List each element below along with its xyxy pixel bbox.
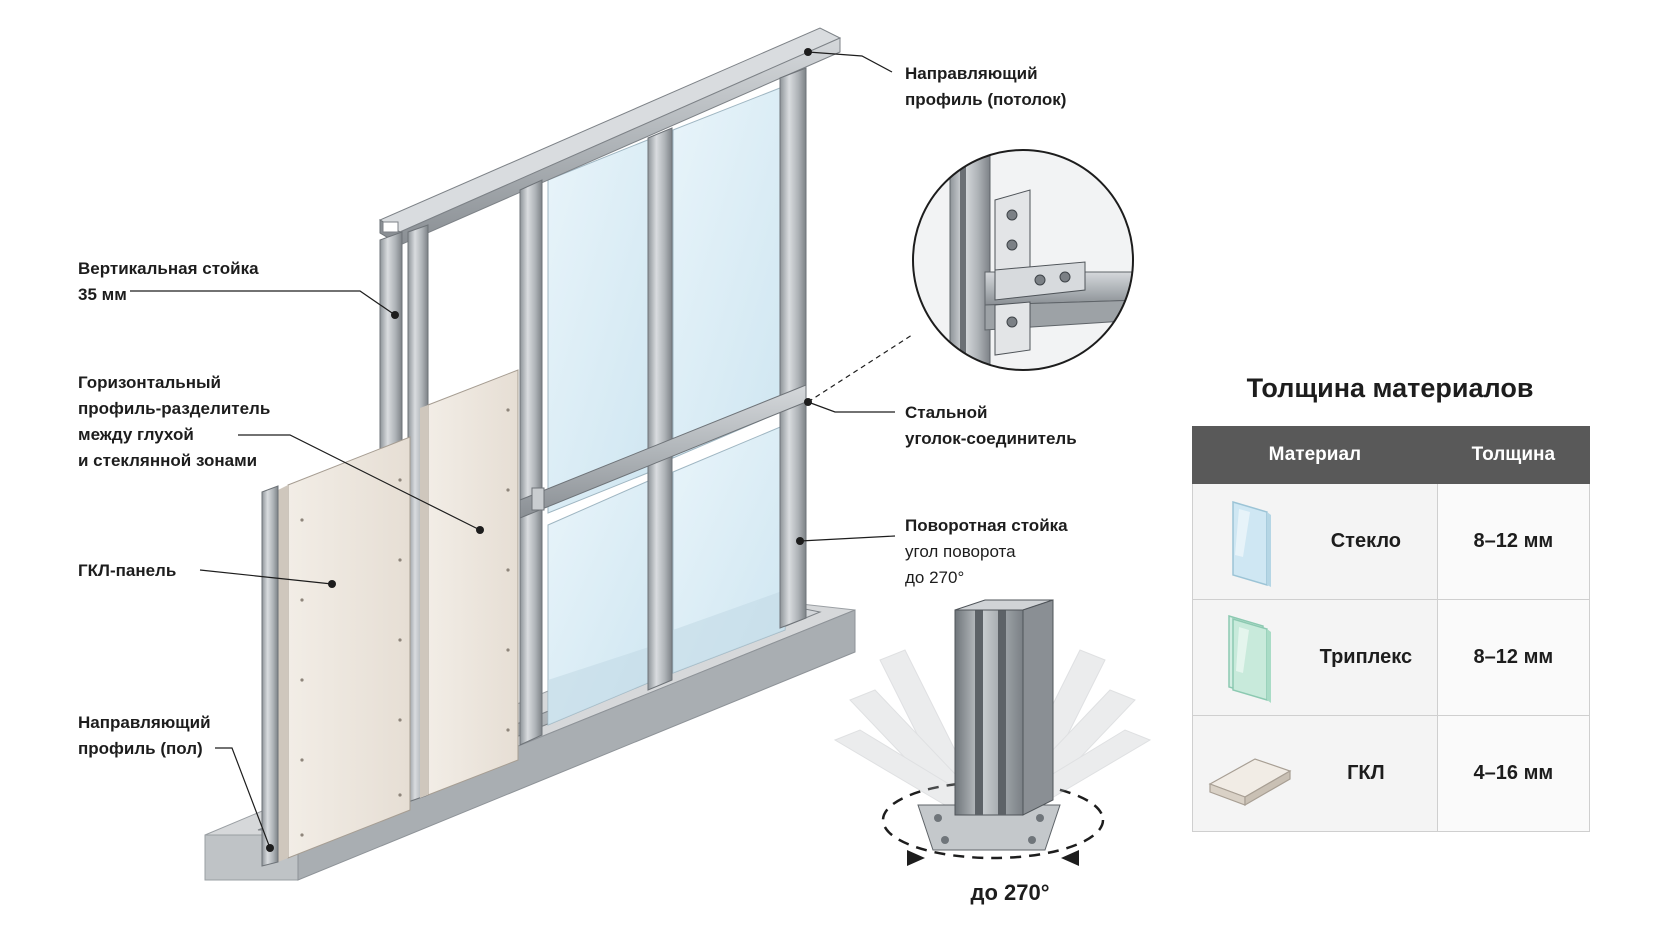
thickness-cell: 4–16 мм <box>1436 715 1591 832</box>
label-divider-line4: и стеклянной зонами <box>78 451 258 470</box>
label-rotating-post-title: Поворотная стойка <box>905 516 1068 535</box>
leader-lines <box>130 51 913 849</box>
table-row: Стекло 8–12 мм <box>1192 483 1591 600</box>
leader-detail-dashed <box>807 334 913 403</box>
rotation-caption: до 270° <box>970 880 1050 905</box>
header-material: Материал <box>1192 426 1438 484</box>
leader-gkl <box>199 569 333 585</box>
glass-zone <box>547 85 786 726</box>
leader-vertical-stud <box>130 290 396 316</box>
leader-bottom-track <box>215 747 271 849</box>
glass-sheet-icon <box>1232 500 1271 587</box>
label-top-track-line1: Направляющий <box>905 64 1038 83</box>
label-vertical-stud: Вертикальная стойка 35 мм <box>78 256 259 308</box>
label-divider-line2: профиль-разделитель <box>78 399 271 418</box>
label-rotating-post-sub1: угол поворота <box>905 542 1016 561</box>
label-top-track: Направляющий профиль (потолок) <box>905 61 1066 113</box>
label-vertical-stud-line2: 35 мм <box>78 285 127 304</box>
material-cell: Стекло <box>1192 483 1438 600</box>
material-name: Стекло <box>1330 530 1401 552</box>
label-divider-line1: Горизонтальный <box>78 373 221 392</box>
thickness-cell: 8–12 мм <box>1436 483 1591 600</box>
label-bottom-track: Направляющий профиль (пол) <box>78 710 211 762</box>
material-name: Триплекс <box>1319 646 1413 668</box>
label-horizontal-divider: Горизонтальный профиль-разделитель между… <box>78 370 270 474</box>
table-row: Триплекс 8–12 мм <box>1192 599 1591 716</box>
material-cell: Триплекс <box>1192 599 1438 716</box>
label-vertical-stud-line1: Вертикальная стойка <box>78 259 259 278</box>
leader-top-track <box>807 51 893 73</box>
gypsum-board-icon <box>1208 757 1292 806</box>
label-divider-line3: между глухой <box>78 425 194 444</box>
material-name: ГКЛ <box>1347 762 1385 784</box>
label-bracket-line2: уголок-соединитель <box>905 429 1077 448</box>
table-header-row: Материал Толщина <box>1192 426 1591 484</box>
triplex-sheet-icon <box>1228 614 1271 703</box>
thickness-cell: 8–12 мм <box>1436 599 1591 716</box>
label-top-track-line2: профиль (потолок) <box>905 90 1067 109</box>
leader-bracket <box>807 401 895 413</box>
label-gkl-line1: ГКЛ-панель <box>78 561 177 580</box>
label-rotating-post-sub2: до 270° <box>905 568 965 587</box>
leader-divider <box>238 434 481 531</box>
leader-dots <box>266 48 812 852</box>
label-rotating-post: Поворотная стойка угол поворота до 270° <box>905 513 1068 591</box>
label-steel-bracket: Стальной уголок-соединитель <box>905 400 1077 452</box>
label-gkl-panel: ГКЛ-панель <box>78 558 176 584</box>
material-cell: ГКЛ <box>1192 715 1438 832</box>
bracket-detail-circle <box>912 149 1134 371</box>
leader-rotating-post <box>799 535 896 542</box>
gkl-panels <box>261 369 519 867</box>
header-thickness: Толщина <box>1436 426 1591 484</box>
materials-table: Материал Толщина Стекло 8–12 мм <box>1192 426 1591 832</box>
label-bottom-track-line1: Направляющий <box>78 713 211 732</box>
label-bracket-line1: Стальной <box>905 403 988 422</box>
table-row: ГКЛ 4–16 мм <box>1192 715 1591 832</box>
label-bottom-track-line2: профиль (пол) <box>78 739 203 758</box>
table-title: Толщина материалов <box>1246 373 1534 403</box>
rotating-post-illustration <box>833 599 1152 866</box>
top-track <box>378 27 842 246</box>
